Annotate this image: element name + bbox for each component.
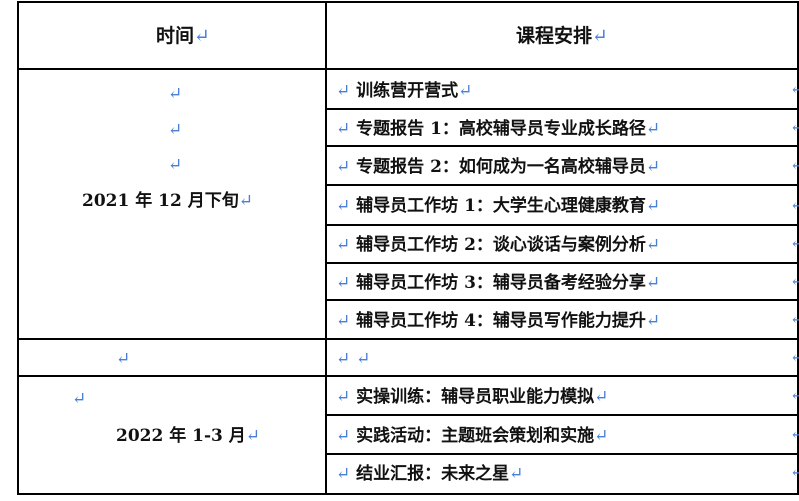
- row-divider: [325, 224, 798, 226]
- schedule-row: ↵ 训练营开营式↵: [336, 81, 472, 101]
- block2-date: 2022 年 1-3 月↵: [116, 426, 260, 446]
- return-mark: ↵: [336, 349, 351, 369]
- return-mark: ↵: [238, 191, 253, 211]
- return-mark: ↵: [790, 233, 799, 252]
- schedule-row: ↵ 实践活动：主题班会策划和实施↵: [336, 426, 608, 446]
- schedule-row: ↵ 结业汇报：未来之星↵: [336, 464, 523, 484]
- return-mark: ↵: [645, 273, 661, 293]
- return-mark: ↵: [790, 347, 799, 366]
- schedule-item: 辅导员工作坊 3：辅导员备考经验分享: [356, 273, 646, 293]
- return-mark: ↵: [645, 196, 661, 216]
- schedule-item: 实操训练：辅导员职业能力模拟: [356, 387, 595, 407]
- return-mark: ↵: [336, 273, 351, 293]
- header-time-label: 时间: [156, 25, 195, 47]
- return-mark: ↵: [336, 426, 351, 446]
- block-divider: [17, 338, 798, 340]
- column-divider: [325, 1, 327, 495]
- row-divider: [325, 145, 798, 147]
- return-mark: ↵: [790, 271, 799, 290]
- return-mark: ↵: [356, 349, 371, 369]
- table-left-border: [17, 1, 19, 495]
- schedule-row: ↵ 辅导员工作坊 2：谈心谈话与案例分析↵: [336, 235, 660, 255]
- return-mark: ↵: [645, 311, 661, 331]
- block-divider: [17, 375, 798, 377]
- schedule-row: ↵ 专题报告 1：高校辅导员专业成长路径↵: [336, 119, 660, 139]
- return-mark: ↵: [336, 311, 351, 331]
- return-mark: ↵: [790, 385, 799, 404]
- return-mark: ↵: [594, 387, 609, 407]
- schedule-item: 实践活动：主题班会策划和实施: [356, 426, 595, 446]
- return-mark: ↵: [245, 426, 261, 446]
- return-mark: ↵: [645, 119, 661, 139]
- return-mark: ↵: [168, 155, 183, 175]
- header-bottom-border: [17, 68, 798, 70]
- return-mark: ↵: [594, 426, 609, 446]
- schedule-row: ↵ 实操训练：辅导员职业能力模拟↵: [336, 387, 608, 407]
- return-mark: ↵: [194, 25, 210, 47]
- row-divider: [325, 262, 798, 264]
- return-mark: ↵: [592, 25, 608, 47]
- return-mark: ↵: [72, 389, 87, 409]
- return-mark: ↵: [336, 464, 351, 484]
- return-mark: ↵: [168, 84, 183, 104]
- return-mark: ↵: [790, 117, 799, 136]
- schedule-item: 辅导员工作坊 4：辅导员写作能力提升: [356, 311, 646, 331]
- block1-date-text: 2021 年 12 月下旬: [82, 191, 239, 211]
- return-mark: ↵: [790, 195, 799, 214]
- return-mark: ↵: [790, 79, 799, 98]
- block2-date-text: 2022 年 1-3 月: [116, 426, 246, 446]
- schedule-item: 训练营开营式: [356, 81, 459, 101]
- schedule-item: 结业汇报：未来之星: [356, 464, 510, 484]
- return-mark: ↵: [458, 81, 473, 101]
- schedule-item: 专题报告 2：如何成为一名高校辅导员: [356, 157, 646, 177]
- return-mark: ↵: [645, 157, 661, 177]
- return-mark: ↵: [336, 235, 351, 255]
- return-mark: ↵: [790, 462, 799, 481]
- return-mark: ↵: [790, 309, 799, 328]
- return-mark: ↵: [790, 424, 799, 443]
- schedule-row-empty: ↵ ↵: [336, 349, 370, 369]
- header-schedule-label: 课程安排: [516, 25, 593, 47]
- row-divider: [325, 414, 798, 416]
- table-right-border: [797, 1, 799, 495]
- row-divider: [325, 453, 798, 455]
- schedule-row: ↵ 辅导员工作坊 3：辅导员备考经验分享↵: [336, 273, 660, 293]
- return-mark: ↵: [645, 235, 661, 255]
- schedule-row: ↵ 专题报告 2：如何成为一名高校辅导员↵: [336, 157, 660, 177]
- schedule-row: ↵ 辅导员工作坊 4：辅导员写作能力提升↵: [336, 311, 660, 331]
- return-mark: ↵: [336, 119, 351, 139]
- table-top-border: [17, 1, 798, 3]
- return-mark: ↵: [509, 464, 524, 484]
- header-time: 时间↵: [156, 26, 210, 46]
- schedule-item: 辅导员工作坊 2：谈心谈话与案例分析: [356, 235, 646, 255]
- row-divider: [325, 184, 798, 186]
- return-mark: ↵: [336, 157, 351, 177]
- return-mark: ↵: [168, 120, 183, 140]
- row-divider: [325, 299, 798, 301]
- table-bottom-border: [17, 493, 798, 495]
- return-mark: ↵: [336, 196, 351, 216]
- schedule-item: 专题报告 1：高校辅导员专业成长路径: [356, 119, 646, 139]
- return-mark: ↵: [336, 387, 351, 407]
- schedule-row: ↵ 辅导员工作坊 1：大学生心理健康教育↵: [336, 196, 660, 216]
- return-mark: ↵: [336, 81, 351, 101]
- header-schedule: 课程安排↵: [516, 26, 608, 46]
- block1-date: 2021 年 12 月下旬↵: [82, 191, 253, 211]
- return-mark: ↵: [790, 155, 799, 174]
- return-mark: ↵: [116, 349, 131, 369]
- row-divider: [325, 108, 798, 110]
- schedule-item: 辅导员工作坊 1：大学生心理健康教育: [356, 196, 646, 216]
